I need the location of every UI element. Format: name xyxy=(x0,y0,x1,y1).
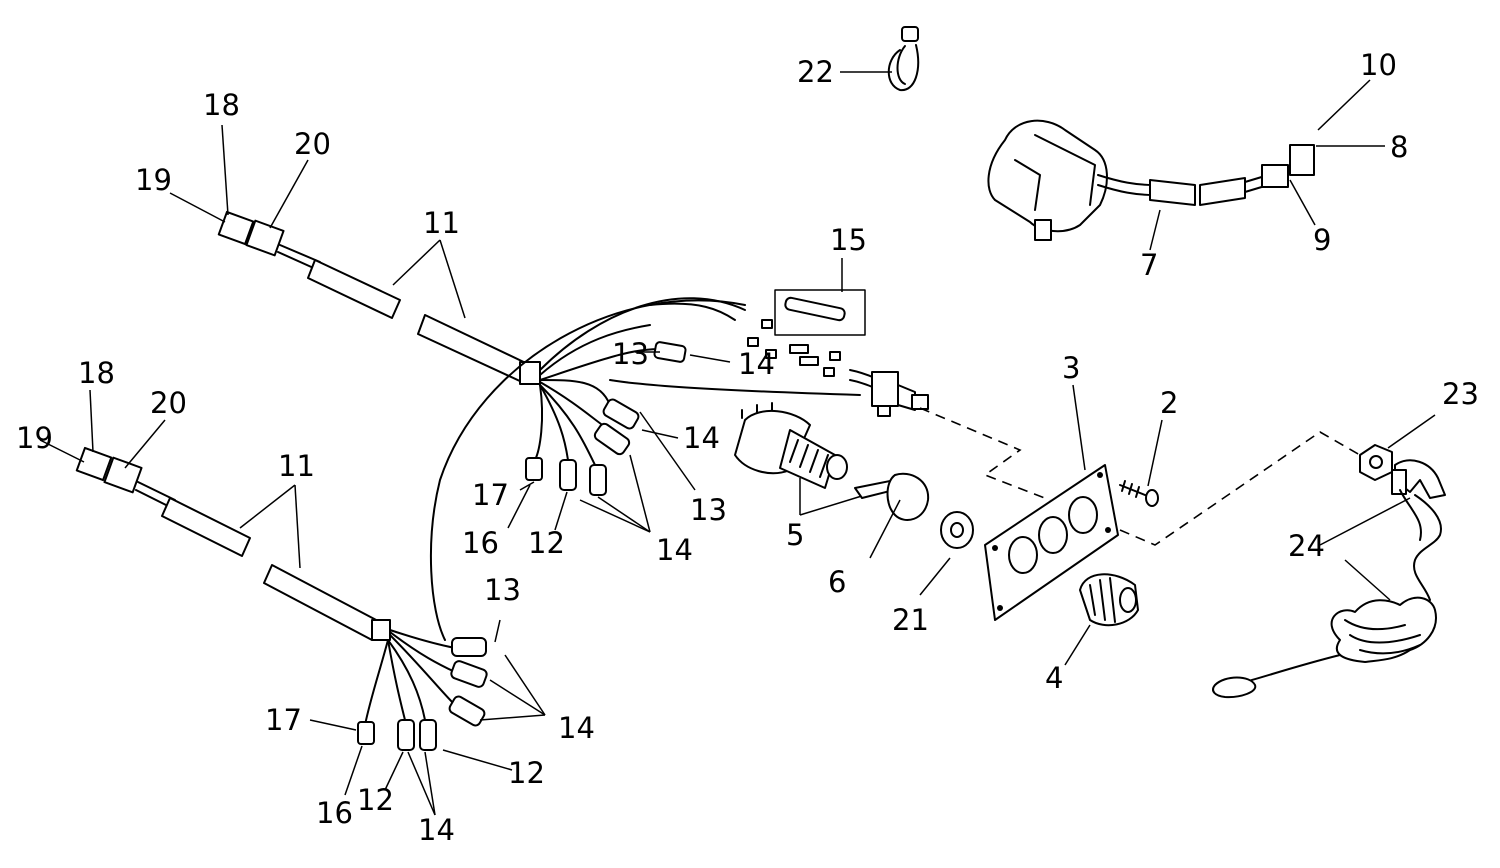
callout-21: 21 xyxy=(892,603,929,637)
callout-10: 10 xyxy=(1360,48,1397,82)
callout-23: 23 xyxy=(1442,377,1479,411)
callout-16-lower: 16 xyxy=(316,796,353,830)
callout-14-a: 14 xyxy=(738,347,775,381)
callout-12-upper: 12 xyxy=(528,526,565,560)
upper-harness xyxy=(169,124,861,641)
part-5-ignition-switch xyxy=(734,402,866,516)
callout-8: 8 xyxy=(1390,130,1408,164)
callout-16-upper: 16 xyxy=(462,526,499,560)
callout-11-upper: 11 xyxy=(423,206,460,240)
callout-18-upper: 18 xyxy=(203,88,240,122)
part-4-knob xyxy=(1064,573,1139,666)
callout-24: 24 xyxy=(1288,529,1325,563)
callout-3: 3 xyxy=(1062,351,1080,385)
callout-5: 5 xyxy=(786,518,804,552)
part-24-lanyard xyxy=(1212,459,1446,699)
part-2-screw xyxy=(1119,419,1163,507)
callout-12-lower-right: 12 xyxy=(508,756,545,790)
callout-13-b: 13 xyxy=(690,493,727,527)
callout-labels: 22 10 8 9 7 18 20 19 11 15 13 14 14 13 1… xyxy=(16,48,1479,847)
callout-9: 9 xyxy=(1313,223,1331,257)
callout-13-a: 13 xyxy=(612,337,649,371)
callout-14-b: 14 xyxy=(683,421,720,455)
callout-18-lower: 18 xyxy=(78,356,115,390)
lower-harness xyxy=(39,389,546,816)
callout-2: 2 xyxy=(1160,386,1178,420)
callout-19-upper: 19 xyxy=(135,163,172,197)
upper-leader-lines xyxy=(507,351,731,533)
callout-17-lower: 17 xyxy=(265,703,302,737)
callout-7: 7 xyxy=(1140,248,1158,282)
stop-switch xyxy=(849,369,929,417)
callout-17-upper: 17 xyxy=(472,478,509,512)
part-21-washer xyxy=(919,511,974,596)
callout-12-lower-left: 12 xyxy=(357,783,394,817)
callout-14-c: 14 xyxy=(656,533,693,567)
callout-13-c: 13 xyxy=(484,573,521,607)
callout-6: 6 xyxy=(828,565,846,599)
part-15-terminal-kit xyxy=(747,258,866,377)
callout-22: 22 xyxy=(797,55,834,89)
part-22-clamp xyxy=(840,26,920,92)
part-3-panel xyxy=(919,384,1119,621)
callout-14-e: 14 xyxy=(418,813,455,847)
callout-11-lower: 11 xyxy=(278,449,315,483)
callout-19-lower: 19 xyxy=(16,421,53,455)
callout-20-lower: 20 xyxy=(150,386,187,420)
callout-20-upper: 20 xyxy=(294,127,331,161)
part-23-nut xyxy=(1119,414,1436,546)
callout-15: 15 xyxy=(830,223,867,257)
callout-4: 4 xyxy=(1045,661,1063,695)
part-7-module xyxy=(987,79,1385,251)
callout-14-d: 14 xyxy=(558,711,595,745)
part-6-key xyxy=(854,472,930,559)
